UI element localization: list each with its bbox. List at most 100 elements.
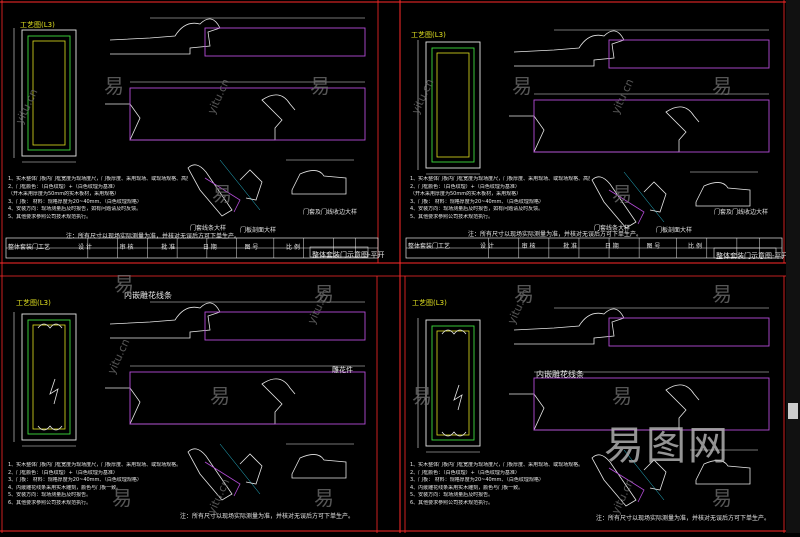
section-profile-upper: [109, 302, 221, 339]
watermark-glyph-1: 易: [104, 74, 124, 98]
note-line: 5、其他要求参照公司技术规范执行。: [410, 213, 494, 220]
molding-detail-2: [239, 453, 263, 485]
panel-tl-label-2: 门板剖面大样: [240, 227, 277, 234]
panel-tl-label-3: 门套及门线收边大样: [303, 209, 358, 216]
section-profile-upper: [109, 18, 221, 55]
panel-tr-title: 工艺图(L3): [411, 31, 446, 39]
title-block-cell: 批 准: [563, 243, 578, 250]
watermark-glyph-2: 易: [310, 74, 330, 98]
section-profile-lower: [105, 94, 296, 141]
note-line: （开木采用厚度为50mm的实木板材，采用规格）: [410, 191, 522, 197]
section-board-upper: [608, 317, 770, 347]
section-board-upper: [204, 311, 366, 341]
watermark-glyph-4: 易: [712, 74, 732, 98]
molding-detail-1-section: [608, 189, 645, 225]
door-elevation-frame: [431, 325, 475, 441]
watermark-glyph-3: 易: [512, 74, 532, 98]
molding-detail-1: [591, 176, 637, 229]
panel-br-notes: 1、实木整体门板内门框宽度为现场度尺，门板厚度、采用现场、或现场规格。2、门框颜…: [410, 462, 590, 507]
note-line: 1、实木整体门板内门框宽度为现场度尺，门板厚度、采用现场、或现场规格、高度规格。: [8, 176, 188, 182]
panel-bl-annotation: 内嵌雕花线条: [124, 291, 172, 300]
title-block-cell: 设 计: [78, 244, 92, 251]
panel-bl-title: 工艺图(L3): [16, 299, 51, 307]
title-block-cell: 审 核: [119, 244, 134, 251]
panel-tr-label-2: 门板剖面大样: [656, 227, 693, 234]
molding-detail-1-section: [204, 461, 241, 497]
molding-detail-3: [291, 454, 347, 479]
panel-tl-title-block: 设 计审 核批 准日 期图 号比 例: [78, 242, 300, 251]
note-line: 4、内嵌雕花线条采用实木雕刻，颜色与门板一致。: [410, 484, 524, 491]
title-block-cell: 比 例: [286, 244, 300, 251]
panel-bl-footer-note: 注：所有尺寸以现场实际测量为准，并核对无误后方可下单生产。: [180, 513, 355, 520]
note-line: 2、门框颜色：（白色纹理）+（白色纹理为基准）: [410, 183, 520, 190]
watermark-glyph-13: 易: [612, 384, 632, 408]
title-block-cell: 批 准: [161, 244, 176, 251]
carving-arrow: [453, 384, 463, 411]
note-line: 2、门框颜色：（白色纹理）+（白色纹理为基准）: [8, 469, 118, 476]
molding-detail-3: [291, 170, 347, 195]
note-line: 2、门框颜色：（白色纹理）+（白色纹理为基准）: [8, 183, 118, 190]
panel-bl-notes: 1、实木整体门板内门框宽度为现场度尺，门板厚度、采用现场、或现场规格。2、门框颜…: [8, 462, 188, 507]
molding-detail-3: [695, 182, 751, 207]
panel-tr-table-title: 整体套装门工艺: [408, 243, 451, 250]
panel-tl-table-title: 整体套装门工艺: [8, 244, 51, 251]
note-line: 3、门板： 材料：规格厚度为20~40mm、（白色纹理规格）: [8, 477, 142, 483]
watermark-glyph-5: 易: [212, 182, 232, 206]
watermark-glyph-8: 易: [314, 282, 334, 306]
scrollbar-thumb[interactable]: [788, 403, 798, 419]
watermark-glyph-15: 易: [314, 486, 334, 510]
molding-detail-1: [187, 164, 233, 217]
panel-br-footer-note: 注：所有尺寸以现场实际测量为准，并核对无误后方可下单生产。: [596, 515, 771, 522]
molding-detail-3: [695, 460, 751, 485]
door-elevation-outer: [21, 313, 77, 441]
sheet-name-box-tr: [713, 247, 777, 259]
note-line: 1、实木整体门板内门框宽度为现场度尺，门板厚度、采用现场、或现场规格、高度规格。: [410, 176, 590, 182]
vertical-scrollbar[interactable]: [786, 0, 800, 533]
note-line: 4、安装方向：现场测量后及时报告，如有问题请及时反馈。: [8, 206, 142, 212]
note-line: （开木采用厚度为50mm的实木板材，采用规格）: [8, 191, 120, 197]
watermark-glyph-7: 易: [114, 272, 134, 296]
title-block-cell: 审 核: [521, 243, 536, 250]
panel-tl-notes: 1、实木整体门板内门框宽度为现场度尺，门板厚度、采用现场、或现场规格、高度规格。…: [8, 176, 188, 221]
watermark-glyph-10: 易: [712, 282, 732, 306]
molding-detail-guide: [623, 449, 665, 501]
molding-detail-1-section: [204, 177, 241, 213]
note-line: 3、门板： 材料：规格厚度为20~40mm、（白色纹理规格）: [410, 477, 544, 483]
note-line: 3、门板： 材料：规格厚度为20~40mm、（白色纹理规格）: [410, 198, 544, 205]
carving-arrow: [49, 378, 59, 405]
panel-bl-label-carving: 雕花件: [332, 366, 353, 374]
carving-ornament-bottom: [441, 431, 467, 437]
door-elevation-outer: [425, 319, 481, 447]
watermark-glyph-16: 易: [712, 486, 732, 510]
note-line: 3、门板： 材料：规格厚度为20~40mm、（白色纹理规格）: [8, 198, 142, 205]
door-elevation-panel: [436, 52, 470, 158]
molding-detail-guide: [623, 171, 665, 223]
door-elevation-panel: [32, 40, 66, 146]
title-block-cell: 日 期: [604, 243, 619, 250]
note-line: 4、内嵌雕花线条采用实木雕刻，颜色与门板一致。: [8, 484, 122, 491]
door-elevation-frame: [27, 319, 71, 435]
watermark-glyph-11: 易: [210, 384, 230, 408]
section-board-lower: [129, 371, 366, 425]
carving-ornament-top: [441, 329, 467, 335]
molding-detail-guide: [219, 443, 261, 495]
watermark-glyph-14: 易: [112, 486, 132, 510]
section-profile-lower: [509, 384, 700, 431]
section-profile-lower: [509, 106, 700, 153]
title-block-cell: 设 计: [480, 243, 494, 250]
section-profile-upper: [513, 308, 625, 345]
carving-ornament-bottom: [37, 425, 63, 431]
panel-tr-footer-note: 注：所有尺寸以现场实际测量为准，并核对无误后方可下单生产。: [468, 231, 643, 238]
panel-tl-label-1: 门套线条大样: [190, 225, 227, 232]
section-profile-upper: [513, 30, 625, 67]
title-block-cell: 比 例: [688, 243, 702, 250]
molding-detail-1-section: [608, 467, 645, 503]
panel-tr-notes: 1、实木整体门板内门框宽度为现场度尺，门板厚度、采用现场、或现场规格、高度规格。…: [410, 176, 590, 221]
watermark-glyph-12: 易: [412, 384, 432, 408]
door-elevation-frame: [431, 47, 475, 163]
molding-detail-2: [239, 169, 263, 201]
panel-tr-label-1: 门套线条大样: [594, 225, 631, 232]
door-elevation-frame: [27, 35, 71, 151]
